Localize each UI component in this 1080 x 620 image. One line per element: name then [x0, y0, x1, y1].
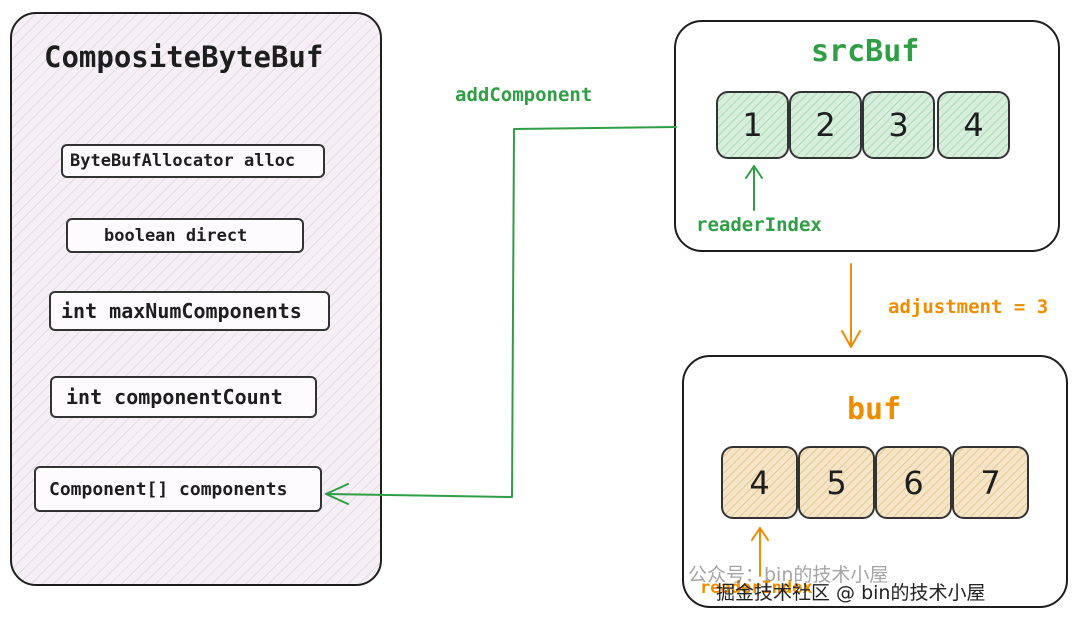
src-cell: 2 [789, 91, 862, 159]
src-cell: 1 [716, 91, 789, 159]
src-cell: 3 [862, 91, 935, 159]
adjustment-arrowhead [841, 330, 861, 348]
watermark-wechat: 公众号：bin的技术小屋 [688, 564, 889, 586]
src-cell: 4 [937, 91, 1010, 159]
buf-reader-index-label: readerIndex [700, 578, 813, 598]
src-buf-title: srcBuf [811, 34, 920, 69]
buf-cell: 6 [875, 446, 952, 519]
src-reader-index-arrowhead [745, 165, 763, 179]
composite-title: CompositeByteBuf [44, 40, 324, 74]
field-alloc: ByteBufAllocator alloc [61, 144, 325, 178]
field-direct: boolean direct [66, 218, 304, 253]
add-component-arrow [325, 126, 677, 498]
field-components: Component[] components [34, 466, 322, 512]
buf-cell: 4 [721, 446, 798, 519]
add-component-arrowhead [325, 483, 349, 505]
field-component-count: int componentCount [50, 376, 317, 418]
adjustment-label: adjustment = 3 [888, 296, 1049, 318]
src-reader-index-label: readerIndex [696, 214, 822, 236]
watermark-juejin: 掘金技术社区 @ bin的技术小屋 [716, 582, 986, 604]
buf-reader-index-arrowhead [751, 527, 769, 541]
buf-cell: 5 [798, 446, 875, 519]
field-max-num-components: int maxNumComponents [49, 291, 330, 331]
buf-title: buf [847, 392, 902, 427]
add-component-label: addComponent [455, 84, 593, 106]
buf-cell: 7 [952, 446, 1029, 519]
